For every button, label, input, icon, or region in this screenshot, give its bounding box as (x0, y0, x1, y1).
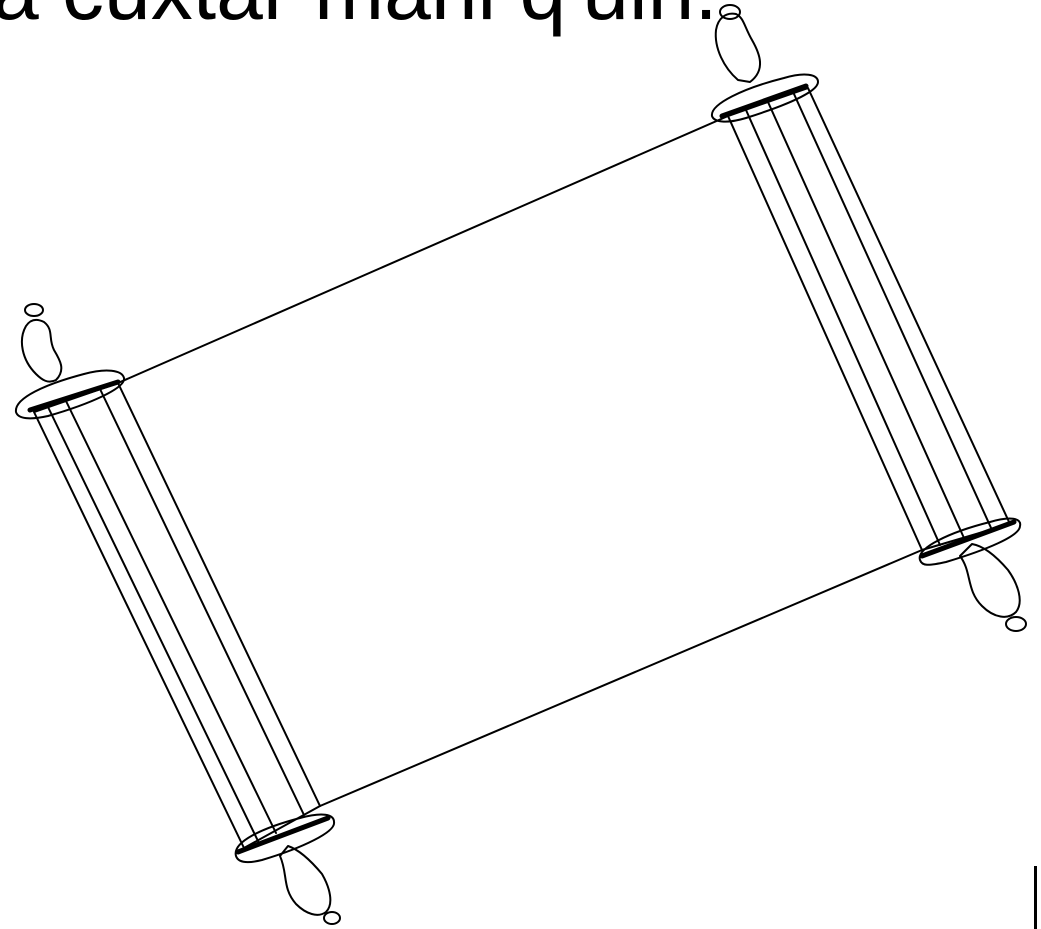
right-roller-body (727, 87, 1011, 551)
right-top-collar (711, 73, 819, 123)
scroll-top-edge (117, 115, 729, 384)
left-roller (14, 303, 341, 925)
left-top-knob (24, 303, 44, 317)
left-bottom-collar (234, 813, 335, 864)
caption-text: a cuxtar mani q'uin. (0, 0, 718, 41)
edge-mark (1034, 866, 1037, 929)
left-bottom-handle (279, 845, 332, 916)
right-bottom-handle (959, 543, 1021, 618)
left-top-collar (14, 369, 125, 420)
right-roller (711, 4, 1027, 632)
scroll-bottom-edge (319, 549, 923, 807)
left-top-handle (20, 318, 63, 383)
right-bottom-collar (918, 517, 1022, 566)
right-top-knob (719, 4, 741, 20)
left-bottom-knob (323, 911, 341, 925)
left-roller-body (33, 382, 321, 849)
right-bottom-knob (1005, 616, 1027, 632)
right-top-handle (714, 12, 761, 83)
